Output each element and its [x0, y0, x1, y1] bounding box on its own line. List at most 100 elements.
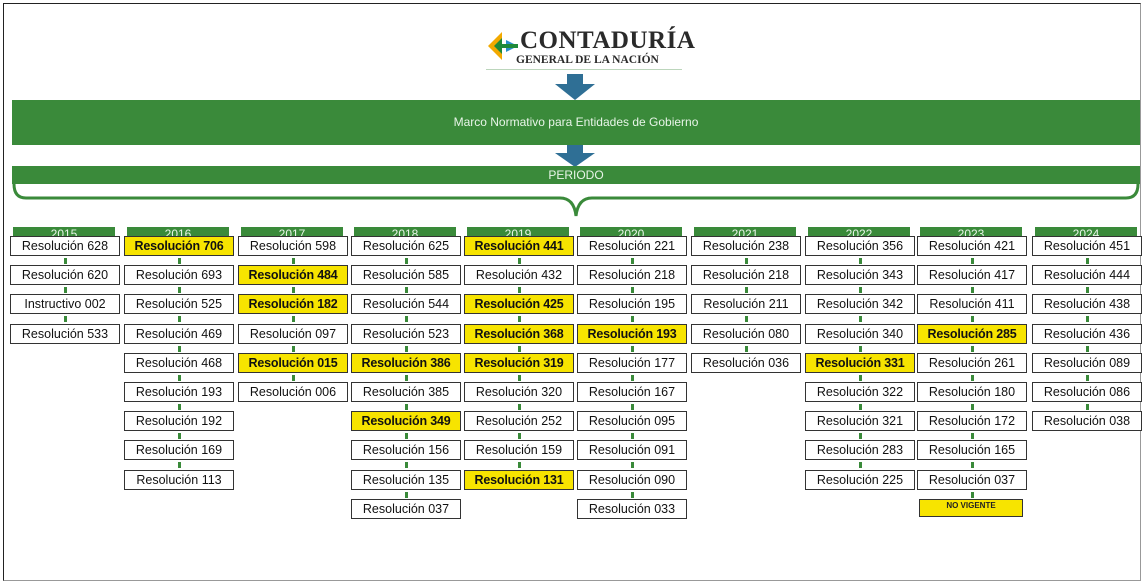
resolution-box: Resolución 469 — [124, 324, 234, 344]
resolution-box: Resolución 165 — [917, 440, 1027, 460]
resolution-box: Resolución 090 — [577, 470, 687, 490]
connector-tick — [1086, 375, 1089, 381]
connector-tick — [971, 287, 974, 293]
marco-normativo-band: Marco Normativo para Entidades de Gobier… — [12, 100, 1140, 145]
resolution-box: Resolución 169 — [124, 440, 234, 460]
connector-tick — [745, 316, 748, 322]
resolution-box: Resolución 342 — [805, 294, 915, 314]
connector-tick — [405, 316, 408, 322]
connector-tick — [405, 346, 408, 352]
resolution-box: Resolución 340 — [805, 324, 915, 344]
resolution-box: Resolución 444 — [1032, 265, 1142, 285]
connector-tick — [631, 404, 634, 410]
connector-tick — [405, 375, 408, 381]
resolution-box: Resolución 086 — [1032, 382, 1142, 402]
diagram-frame — [3, 3, 1141, 581]
connector-tick — [971, 404, 974, 410]
connector-tick — [631, 433, 634, 439]
resolution-box: Resolución 544 — [351, 294, 461, 314]
connector-tick — [745, 287, 748, 293]
resolution-box: Resolución 080 — [691, 324, 801, 344]
connector-tick — [1086, 404, 1089, 410]
connector-tick — [64, 287, 67, 293]
down-arrow-icon — [555, 145, 595, 167]
connector-tick — [292, 287, 295, 293]
resolution-box: Resolución 006 — [238, 382, 348, 402]
resolution-box: Resolución 411 — [917, 294, 1027, 314]
resolution-box: Resolución 620 — [10, 265, 120, 285]
connector-tick — [405, 492, 408, 498]
resolution-box: Resolución 484 — [238, 265, 348, 285]
connector-tick — [64, 258, 67, 264]
connector-tick — [292, 346, 295, 352]
connector-tick — [518, 258, 521, 264]
resolution-box: Instructivo 002 — [10, 294, 120, 314]
connector-tick — [859, 346, 862, 352]
resolution-box: Resolución 331 — [805, 353, 915, 373]
resolution-box: Resolución 097 — [238, 324, 348, 344]
connector-tick — [178, 258, 181, 264]
resolution-box: Resolución 156 — [351, 440, 461, 460]
resolution-box: Resolución 015 — [238, 353, 348, 373]
resolution-box: Resolución 225 — [805, 470, 915, 490]
resolution-box: Resolución 451 — [1032, 236, 1142, 256]
logo-title: CONTADURÍA — [520, 27, 696, 54]
resolution-box: Resolución 283 — [805, 440, 915, 460]
resolution-box: Resolución 131 — [464, 470, 574, 490]
connector-tick — [971, 492, 974, 498]
connector-tick — [631, 462, 634, 468]
resolution-box: Resolución 089 — [1032, 353, 1142, 373]
resolution-box: Resolución 523 — [351, 324, 461, 344]
resolution-box: Resolución 598 — [238, 236, 348, 256]
resolution-box: Resolución 037 — [917, 470, 1027, 490]
connector-tick — [518, 462, 521, 468]
connector-tick — [518, 316, 521, 322]
resolution-box: Resolución 320 — [464, 382, 574, 402]
resolution-box: Resolución 385 — [351, 382, 461, 402]
connector-tick — [292, 258, 295, 264]
connector-tick — [859, 462, 862, 468]
resolution-box: Resolución 386 — [351, 353, 461, 373]
resolution-box: Resolución 343 — [805, 265, 915, 285]
contaduria-logo-icon — [488, 32, 518, 60]
logo-subtitle: GENERAL DE LA NACIÓN — [516, 54, 659, 66]
connector-tick — [745, 346, 748, 352]
resolution-box: Resolución 167 — [577, 382, 687, 402]
connector-tick — [518, 404, 521, 410]
resolution-box: Resolución 625 — [351, 236, 461, 256]
resolution-box: Resolución 180 — [917, 382, 1027, 402]
connector-tick — [405, 404, 408, 410]
resolution-box: Resolución 037 — [351, 499, 461, 519]
resolution-box: Resolución 036 — [691, 353, 801, 373]
resolution-box: Resolución 135 — [351, 470, 461, 490]
resolution-box: Resolución 349 — [351, 411, 461, 431]
resolution-box: Resolución 417 — [917, 265, 1027, 285]
connector-tick — [631, 346, 634, 352]
resolution-box: Resolución 356 — [805, 236, 915, 256]
resolution-box: Resolución 193 — [577, 324, 687, 344]
connector-tick — [292, 375, 295, 381]
connector-tick — [1086, 316, 1089, 322]
connector-tick — [178, 462, 181, 468]
connector-tick — [405, 462, 408, 468]
resolution-box: Resolución 193 — [124, 382, 234, 402]
resolution-box: Resolución 285 — [917, 324, 1027, 344]
connector-tick — [971, 375, 974, 381]
connector-tick — [745, 258, 748, 264]
connector-tick — [1086, 258, 1089, 264]
connector-tick — [971, 258, 974, 264]
connector-tick — [405, 287, 408, 293]
resolution-box: Resolución 218 — [691, 265, 801, 285]
brace-icon — [12, 184, 1140, 217]
logo-divider — [486, 69, 682, 70]
connector-tick — [971, 462, 974, 468]
resolution-box: Resolución 195 — [577, 294, 687, 314]
resolution-box: Resolución 468 — [124, 353, 234, 373]
resolution-box: Resolución 321 — [805, 411, 915, 431]
resolution-box: Resolución 432 — [464, 265, 574, 285]
connector-tick — [178, 316, 181, 322]
resolution-box: Resolución 438 — [1032, 294, 1142, 314]
resolution-box: Resolución 706 — [124, 236, 234, 256]
resolution-box: Resolución 525 — [124, 294, 234, 314]
resolution-box: Resolución 421 — [917, 236, 1027, 256]
